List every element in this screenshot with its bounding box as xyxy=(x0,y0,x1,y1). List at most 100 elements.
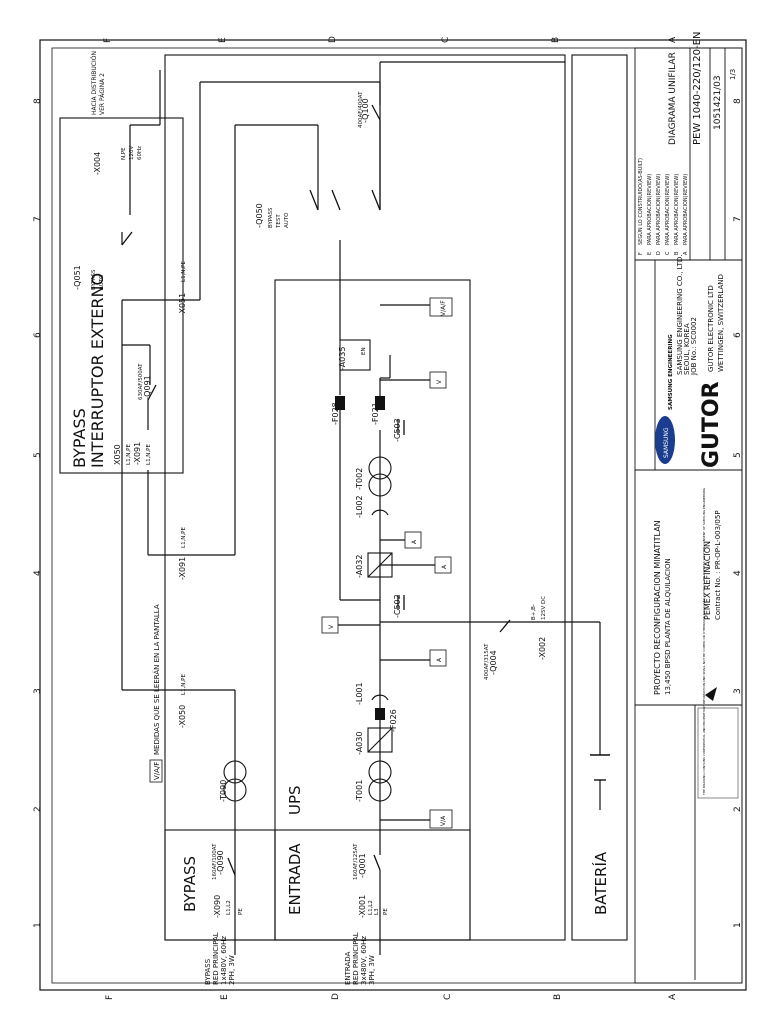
switch-q004 xyxy=(499,619,511,633)
battery-section-box xyxy=(571,54,628,941)
revision-table: F SEGÚN LO CONSTRUIDO(AS-BUILT) E PARA A… xyxy=(637,158,689,255)
bypass-input-label-1: BYPASS xyxy=(204,958,212,985)
grid-number: 8 xyxy=(733,98,743,104)
section-title-entrada: ENTRADA xyxy=(286,843,304,915)
meter-vaf-label: V/A/F xyxy=(440,300,447,316)
label-dist-1: HACIA DISTRIBUCIÓN xyxy=(91,51,98,115)
title-block-frame xyxy=(634,47,743,984)
rev-letter: E xyxy=(647,252,653,255)
legend-text: MEDIDAS QUE SE LEERÁN EN LA PANTALLA xyxy=(152,604,161,755)
grid-letter: C xyxy=(443,994,453,1000)
label-x001-pins-2: L3 xyxy=(374,908,380,915)
label-t002: -T002 xyxy=(355,468,364,490)
section-title-bypass: BYPASS xyxy=(181,856,199,912)
grid-letter: F xyxy=(103,38,113,43)
label-c502: -C502 xyxy=(393,594,402,618)
grid-number: 3 xyxy=(733,688,743,694)
label-x004-pins: N,PE xyxy=(121,147,127,160)
rev-letter: A xyxy=(683,251,689,255)
rev-desc: PARA APROBACION(REVIEW) xyxy=(665,174,671,245)
label-x004-freq: 60Hz xyxy=(137,146,143,160)
samsung-engineering-logo: SAMSUNG ENGINEERING xyxy=(668,334,674,410)
transformer-t090-b xyxy=(223,778,247,802)
gutor-logo: GUTOR xyxy=(699,381,724,468)
meter-a-3 xyxy=(434,556,452,574)
grid-number: 3 xyxy=(33,688,43,694)
grid-number: 2 xyxy=(33,806,43,812)
rev-letter: D xyxy=(656,251,662,255)
meter-v-1 xyxy=(321,616,339,634)
document-number: PEW 1040-220/120-EN xyxy=(692,32,703,145)
bypass-input-label-2: RED PRINCIPAL xyxy=(212,932,220,985)
rev-desc: PARA APROBACION(REVIEW) xyxy=(647,174,653,245)
label-q091: -Q091 xyxy=(143,375,152,400)
grid-number: 7 xyxy=(33,216,43,222)
rev-letter: C xyxy=(665,251,671,255)
label-x001-pe: PE xyxy=(383,908,389,915)
meter-vaf xyxy=(429,297,453,317)
legend-tag-box xyxy=(149,759,163,783)
label-x050-ext: X050 xyxy=(113,444,122,465)
switch-q050-a xyxy=(309,189,319,211)
label-x050: -X050 xyxy=(178,705,187,728)
transformer-t090-a xyxy=(223,760,247,784)
meter-a-1-label: A xyxy=(436,657,443,662)
label-x050-pins: L1,N,PE xyxy=(181,674,187,695)
grid-letter: C xyxy=(441,37,451,43)
label-t001: -T001 xyxy=(355,780,364,802)
label-x091-ext-pins: L1,N,PE xyxy=(146,444,152,465)
confidential-box xyxy=(697,707,739,799)
label-l001: -L001 xyxy=(355,682,364,705)
grid-letter: F xyxy=(105,995,115,1000)
fuse-f026 xyxy=(375,708,385,720)
entrada-section-box xyxy=(274,829,471,941)
client-line-1: PEMEX REFINACION xyxy=(703,541,712,620)
switch-q091 xyxy=(147,384,157,401)
transformer-t001-a xyxy=(368,760,392,784)
switch-q100 xyxy=(371,104,381,121)
rev-desc: PARA APROBACION(REVIEW) xyxy=(656,174,662,245)
switch-q090 xyxy=(227,857,236,876)
grid-number: 1 xyxy=(33,922,43,928)
grid-letter: D xyxy=(331,993,341,1000)
section-title-bypass-ext-2: INTERRUPTOR EXTERNO xyxy=(88,273,107,468)
bypass-input-label-3: 1x480V, 60Hz xyxy=(220,936,228,985)
grid-letters-bottom: F E D C B A xyxy=(105,993,678,1000)
section-title-ups: UPS xyxy=(286,785,304,815)
meter-v-1-label: V xyxy=(328,624,335,629)
document-title: DIAGRAMA UNIFILAR xyxy=(668,52,678,145)
grid-letters-top: F E D C B A xyxy=(103,36,678,43)
label-q050-l2: TEST xyxy=(276,214,282,229)
inverter-a032 xyxy=(367,552,393,578)
grid-letter: E xyxy=(220,994,230,1000)
section-title-bateria: BATERÍA xyxy=(591,851,610,915)
rev-desc: PARA APROBACION(REVIEW) xyxy=(683,174,689,245)
grid-number: 6 xyxy=(733,332,743,338)
label-x090: -X090 xyxy=(213,895,222,918)
meter-v-2 xyxy=(429,371,447,389)
samsung-logo xyxy=(655,416,675,464)
label-q050-l1: BYPASS xyxy=(268,207,274,228)
label-x004: -X004 xyxy=(93,152,102,175)
grid-letter: B xyxy=(553,994,563,1000)
grid-letter: D xyxy=(328,36,338,43)
label-x002-pins: B+,B- xyxy=(531,604,537,620)
label-a030: -A030 xyxy=(355,732,364,755)
label-l002: -L002 xyxy=(355,495,364,518)
entrada-input-label-4: 3PH, 3W xyxy=(368,955,376,985)
document-number-2: 1051421/03 xyxy=(713,75,723,130)
label-x002-volt: 125V DC xyxy=(541,596,547,620)
transformer-t002-b xyxy=(368,473,392,497)
switch-q001 xyxy=(373,854,381,871)
label-q090: -Q090 xyxy=(216,850,225,875)
label-x091: -X091 xyxy=(178,557,187,580)
label-q051-l1: BYPASS xyxy=(91,269,97,290)
label-q100-rating: 400AF/400AT xyxy=(358,91,364,128)
pemex-logo xyxy=(705,687,717,701)
label-q004-rating: 400AF/315AT xyxy=(484,643,490,680)
meter-va-1 xyxy=(429,809,453,829)
project-line-2: 13,450 BPSD PLANTA DE ALQUILACION xyxy=(664,558,672,695)
meter-v-2-label: V xyxy=(436,379,443,384)
switch-q050-b xyxy=(331,189,341,211)
